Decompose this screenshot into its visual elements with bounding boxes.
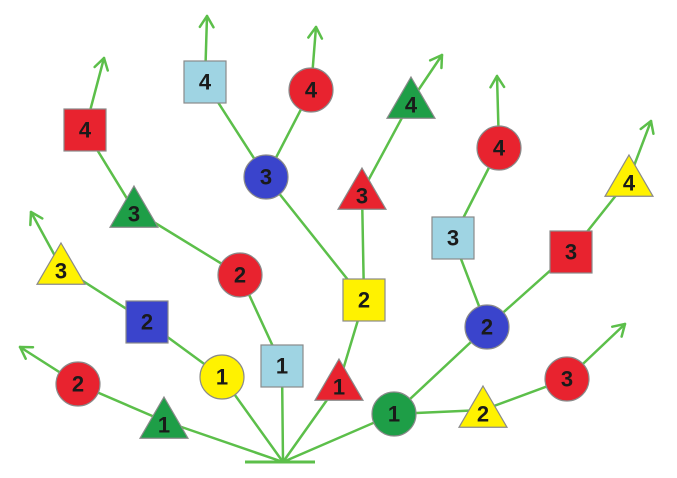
arrowhead-icon (428, 53, 444, 70)
green-triangle-node: 4 (385, 75, 437, 119)
node-label: 3 (561, 367, 573, 392)
node-label: 2 (358, 288, 370, 313)
red-circle-shape (476, 125, 522, 171)
lightblue-square-shape (260, 344, 304, 388)
edge-root-n1 (162, 419, 285, 464)
node-label: 1 (388, 402, 400, 427)
yellow-square-node: 2 (342, 278, 386, 322)
node-label: 1 (158, 413, 170, 438)
red-circle-shape (544, 356, 590, 402)
node-label: 3 (260, 165, 272, 190)
green-triangle-shape (108, 184, 160, 228)
red-triangle-node: 3 (336, 166, 388, 210)
yellow-triangle-node: 3 (35, 241, 87, 285)
arrowhead-icon (639, 119, 655, 136)
node-label: 3 (447, 226, 459, 251)
yellow-triangle-shape (457, 384, 509, 428)
blue-square-shape (125, 300, 169, 344)
node-label: 2 (477, 402, 489, 427)
red-square-node: 4 (63, 108, 107, 152)
red-square-node: 3 (549, 230, 593, 274)
lightblue-square-node: 3 (431, 216, 475, 260)
lightblue-square-shape (431, 216, 475, 260)
node-label: 1 (276, 354, 288, 379)
red-circle-node: 2 (217, 252, 263, 298)
node-label: 3 (128, 202, 140, 227)
arrowhead-icon (307, 25, 324, 40)
node-label: 2 (481, 315, 493, 340)
node-label: 3 (565, 240, 577, 265)
green-triangle-shape (138, 395, 190, 439)
green-triangle-node: 3 (108, 184, 160, 228)
arrowhead-icon (29, 210, 44, 227)
edges-layer (59, 80, 631, 464)
green-circle-shape (371, 391, 417, 437)
red-square-shape (63, 108, 107, 152)
green-triangle-shape (385, 75, 437, 119)
red-triangle-shape (313, 357, 365, 401)
red-circle-shape (55, 361, 101, 407)
arrowhead-icon (18, 345, 35, 360)
green-circle-node: 1 (371, 391, 417, 437)
arrowhead-icon (198, 14, 215, 29)
node-label: 4 (79, 118, 92, 143)
red-circle-node: 4 (288, 67, 334, 113)
arrowhead-icon (93, 56, 109, 72)
blue-circle-node: 3 (243, 154, 289, 200)
node-label: 2 (234, 263, 246, 288)
red-circle-node: 4 (476, 125, 522, 171)
lightblue-square-shape (183, 60, 227, 104)
node-label: 1 (216, 365, 228, 390)
node-label: 2 (141, 310, 153, 335)
yellow-circle-node: 1 (199, 354, 245, 400)
yellow-triangle-node: 4 (603, 153, 655, 197)
lightblue-square-node: 4 (183, 60, 227, 104)
red-triangle-shape (336, 166, 388, 210)
node-label: 3 (356, 184, 368, 209)
yellow-triangle-node: 2 (457, 384, 509, 428)
arrowhead-icon (489, 74, 506, 89)
blue-square-node: 2 (125, 300, 169, 344)
red-triangle-node: 1 (313, 357, 365, 401)
nodes-layer: 1 2 1 2 3 1 2 3 4 1 2 3 4 3 4 4 1 2 3 2 3 4 3 4 (35, 60, 655, 439)
red-circle-node: 2 (55, 361, 101, 407)
node-label: 4 (493, 136, 506, 161)
red-circle-shape (288, 67, 334, 113)
yellow-triangle-shape (35, 241, 87, 285)
red-circle-shape (217, 252, 263, 298)
node-label: 2 (72, 372, 84, 397)
yellow-square-shape (342, 278, 386, 322)
arrowhead-icon (611, 322, 627, 338)
yellow-circle-shape (199, 354, 245, 400)
blue-circle-shape (464, 304, 510, 350)
node-label: 1 (333, 375, 345, 400)
arrows-layer (18, 14, 655, 386)
node-label: 4 (623, 171, 636, 196)
node-label: 4 (199, 70, 212, 95)
red-circle-node: 3 (544, 356, 590, 402)
node-label: 4 (305, 78, 318, 103)
blue-circle-shape (243, 154, 289, 200)
red-square-shape (549, 230, 593, 274)
lightblue-square-node: 1 (260, 344, 304, 388)
node-label: 4 (405, 93, 418, 118)
blue-circle-node: 2 (464, 304, 510, 350)
green-triangle-node: 1 (138, 395, 190, 439)
node-label: 3 (55, 259, 67, 284)
yellow-triangle-shape (603, 153, 655, 197)
